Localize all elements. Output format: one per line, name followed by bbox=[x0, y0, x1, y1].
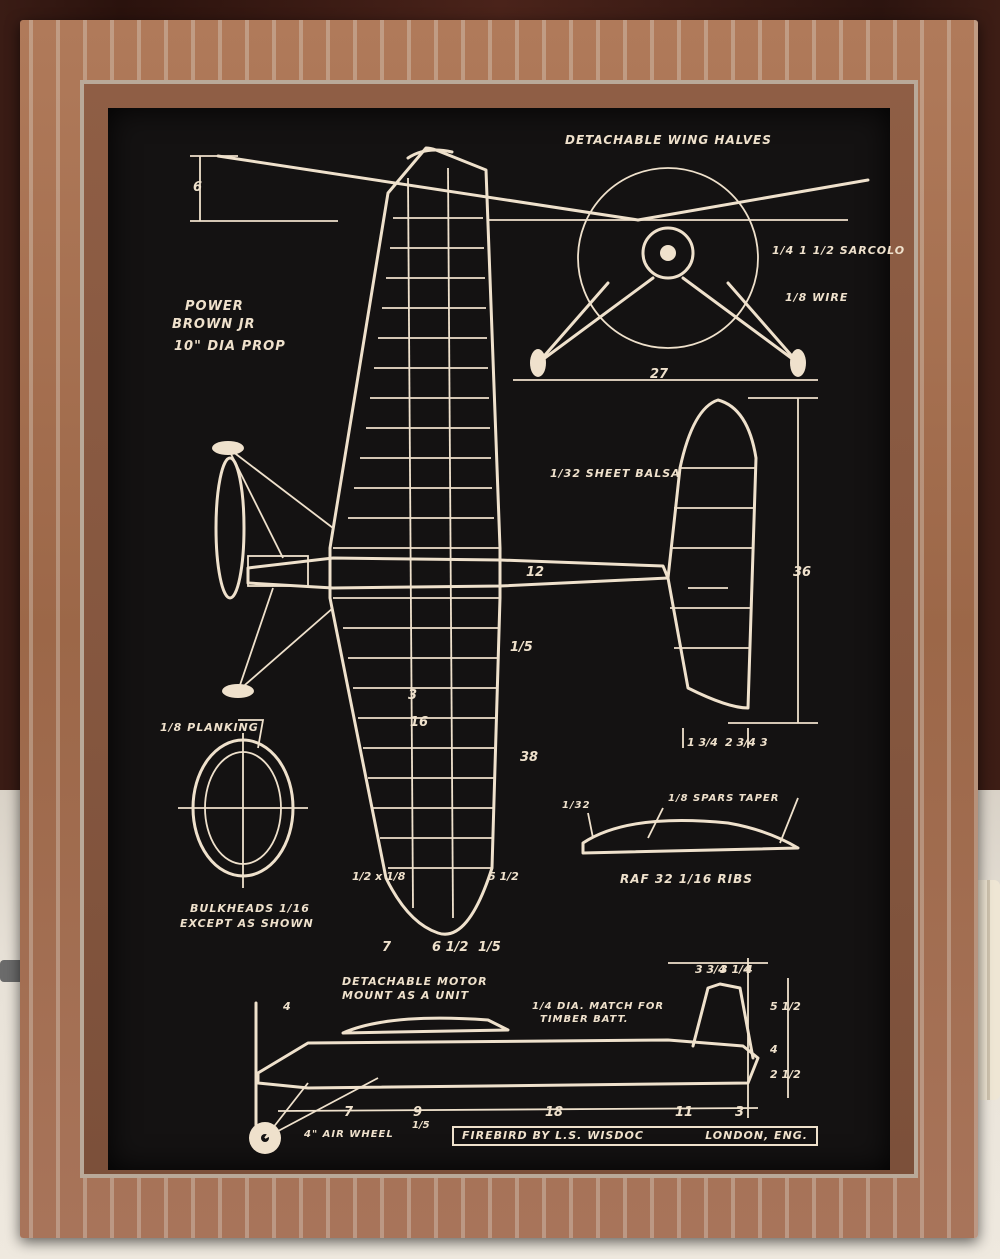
dim-wing-inner: 16 bbox=[410, 715, 429, 730]
label-airfoil: RAF 32 1/16 ribs bbox=[620, 872, 753, 886]
dim-bottom-6-5: 6 1/2 bbox=[432, 940, 469, 955]
title-block: Firebird by L.S. Wisdoc London, Eng. bbox=[452, 1126, 818, 1146]
label-dowel-1: 1/4 dia. match for bbox=[532, 1001, 665, 1012]
dim-fin-6: 2 1/2 bbox=[770, 1068, 801, 1081]
label-wheel: 4" air wheel bbox=[304, 1129, 394, 1140]
dim-fuselage-length: 38 bbox=[520, 750, 539, 765]
dim-wing-tip-right: 5 1/2 bbox=[488, 870, 519, 883]
bulkhead-section bbox=[178, 719, 308, 888]
dim-fin-2: 3 1/4 bbox=[720, 963, 751, 976]
label-bulkhead-2: except as shown bbox=[180, 917, 314, 930]
dim-wing-tip-left: 1/2 x 1/8 bbox=[352, 870, 406, 883]
dim-tail-height: 36 bbox=[793, 565, 812, 580]
label-planking: 1/8 planking bbox=[160, 721, 259, 734]
label-sheet-balsa: 1/32 sheet balsa bbox=[550, 467, 681, 480]
drawing-location: London, Eng. bbox=[705, 1128, 808, 1142]
label-wire: 1/8 wire bbox=[785, 291, 849, 304]
dim-bottom-1-5: 1/5 bbox=[478, 940, 501, 955]
label-engine: Brown Jr bbox=[172, 317, 256, 332]
label-bulkhead-1: Bulkheads 1/16 bbox=[190, 902, 310, 915]
dim-side-7: 7 bbox=[344, 1105, 354, 1120]
wing-plan-view bbox=[328, 146, 502, 936]
dim-fin-5: 4 bbox=[770, 1043, 778, 1056]
label-motor-mount-1: Detachable motor bbox=[342, 975, 488, 988]
dim-6-marker bbox=[190, 155, 338, 222]
airplane-drawing bbox=[178, 146, 870, 1154]
tail-plan-view bbox=[666, 397, 818, 748]
label-airfoil-tip: 1/32 bbox=[562, 800, 591, 811]
label-wing-halves: Detachable wing halves bbox=[565, 133, 772, 147]
dim-side-1-5: 1/5 bbox=[412, 1120, 430, 1131]
dim-fin-4: 5 1/2 bbox=[770, 1000, 801, 1013]
airfoil-section bbox=[581, 797, 800, 855]
dim-side-4: 4 bbox=[283, 1000, 291, 1013]
dim-height-6: 6 bbox=[193, 180, 203, 195]
label-motor-mount-2: mount as a unit bbox=[342, 989, 470, 1002]
side-view bbox=[249, 958, 789, 1154]
dim-wing-chord: 12 bbox=[526, 565, 545, 580]
label-prop: 10" dia prop bbox=[174, 339, 286, 354]
label-sarcolo: 1/4 1 1/2 sarcolo bbox=[772, 244, 906, 257]
dim-tail-3: 3 bbox=[760, 736, 768, 749]
blueprint-board bbox=[108, 108, 890, 1170]
label-spar-taper: 1/8 spars taper bbox=[668, 793, 780, 804]
dim-side-3: 3 bbox=[735, 1105, 745, 1120]
dim-front-span: 27 bbox=[650, 367, 669, 382]
dim-side-11: 11 bbox=[675, 1105, 694, 1120]
dim-side-9: 9 bbox=[413, 1105, 423, 1120]
dim-tail-2: 2 3/4 bbox=[725, 736, 756, 749]
label-dowel-2: timber batt. bbox=[540, 1014, 629, 1025]
dim-fin-1: 3 3/4 bbox=[695, 963, 726, 976]
dim-fin-3: 4 bbox=[745, 963, 753, 976]
dim-wing-small-2: 1/5 bbox=[510, 640, 533, 655]
dim-wing-small-1: 3 bbox=[408, 688, 418, 703]
dim-tail-1: 1 3/4 bbox=[687, 736, 718, 749]
dim-side-18: 18 bbox=[545, 1105, 564, 1120]
drawing-title: Firebird by L.S. Wisdoc bbox=[462, 1128, 644, 1142]
dim-bottom-7: 7 bbox=[382, 940, 392, 955]
label-power: Power bbox=[185, 299, 244, 314]
front-view bbox=[216, 154, 870, 381]
